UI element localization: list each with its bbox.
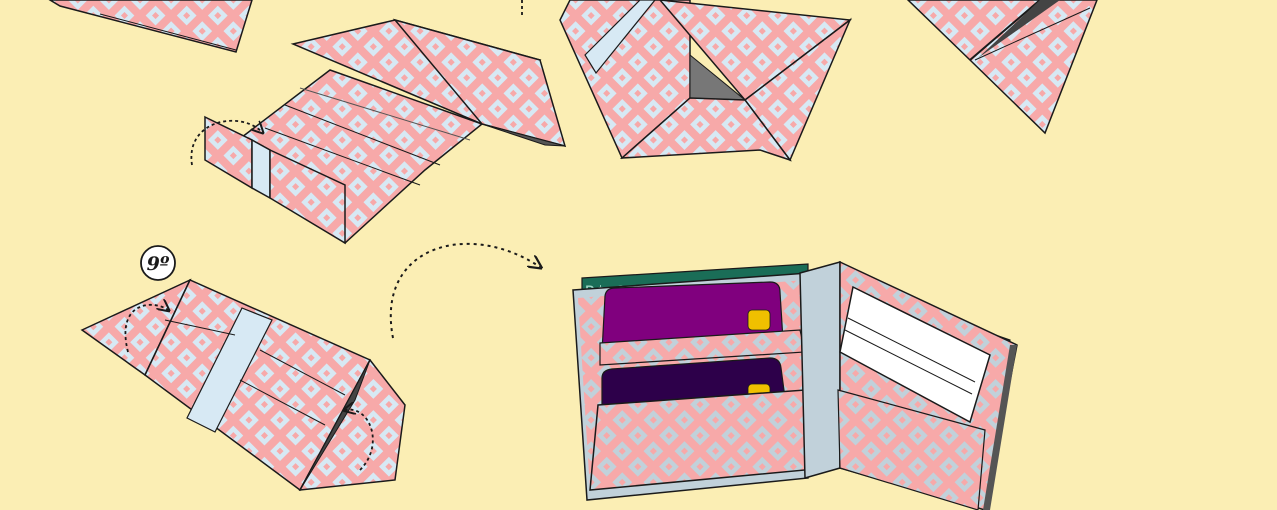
- step-fold-flat-sheet: [190, 18, 567, 245]
- step-number-label: 9º: [147, 253, 170, 275]
- step-fragment-top-left: [48, 0, 253, 53]
- step-triangle-fold: [906, 0, 1098, 135]
- step-nine-fold: [80, 278, 406, 492]
- curved-fold-arrow-icon: [345, 410, 374, 471]
- curved-fold-arrow-icon: [124, 305, 168, 353]
- id-window: [839, 285, 991, 424]
- dotted-arrow-icon: [389, 242, 540, 339]
- step-number-badge: 9º: [140, 245, 176, 281]
- finished-wallet: R$ 100 R$ 100: [572, 260, 1018, 510]
- step-tent-fold: [521, 0, 852, 162]
- card-chip-icon: [747, 309, 771, 331]
- curved-fold-arrow-icon: [190, 119, 262, 166]
